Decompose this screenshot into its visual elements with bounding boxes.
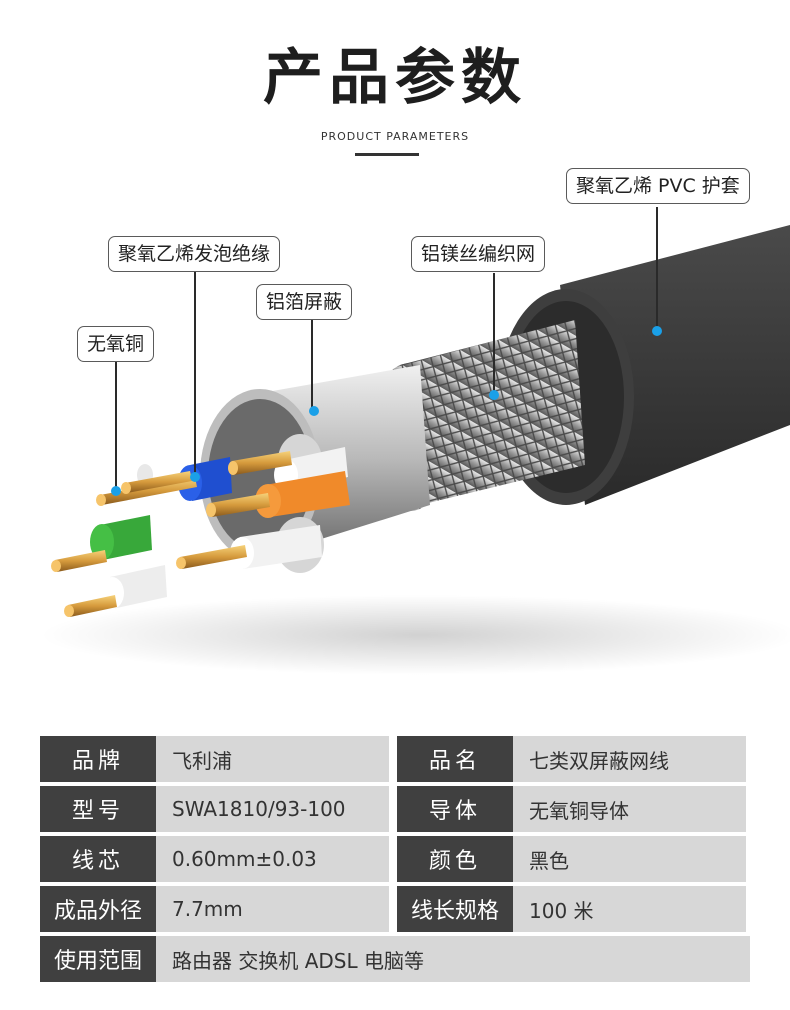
label-pvc-jacket: 聚氧乙烯 PVC 护套 — [566, 168, 750, 204]
spec-value-brand: 飞利浦 — [156, 736, 389, 782]
spec-key-length: 线长规格 — [397, 886, 513, 932]
page-subtitle: PRODUCT PARAMETERS — [320, 130, 470, 143]
spec-value-usage: 路由器 交换机 ADSL 电脑等 — [156, 936, 750, 982]
spec-table: 品牌 飞利浦 品名 七类双屏蔽网线 型号 SWA1810/93-100 导体 无… — [40, 736, 750, 986]
spec-row: 使用范围 路由器 交换机 ADSL 电脑等 — [40, 936, 750, 982]
spec-key-diameter: 成品外径 — [40, 886, 156, 932]
spec-value-length: 100 米 — [513, 886, 746, 932]
label-foil: 铝箔屏蔽 — [256, 284, 353, 320]
spec-value-name: 七类双屏蔽网线 — [513, 736, 746, 782]
spec-row: 型号 SWA1810/93-100 导体 无氧铜导体 — [40, 786, 750, 832]
spec-value-conductor: 无氧铜导体 — [513, 786, 746, 832]
spec-key-name: 品名 — [397, 736, 513, 782]
label-foam-insulation: 聚氧乙烯发泡绝缘 — [108, 236, 281, 272]
spec-key-usage: 使用范围 — [40, 936, 156, 982]
spec-key-core: 线芯 — [40, 836, 156, 882]
spec-value-color: 黑色 — [513, 836, 746, 882]
spec-value-core: 0.60mm±0.03 — [156, 836, 389, 882]
spec-row: 成品外径 7.7mm 线长规格 100 米 — [40, 886, 750, 932]
subtitle-underline — [355, 153, 419, 156]
spec-key-color: 颜色 — [397, 836, 513, 882]
page-title: 产品参数 — [263, 43, 527, 113]
label-braid: 铝镁丝编织网 — [411, 236, 546, 272]
label-copper: 无氧铜 — [77, 326, 155, 362]
spec-key-brand: 品牌 — [40, 736, 156, 782]
spec-key-model: 型号 — [40, 786, 156, 832]
spec-row: 品牌 飞利浦 品名 七类双屏蔽网线 — [40, 736, 750, 782]
spec-key-conductor: 导体 — [397, 786, 513, 832]
spec-value-model: SWA1810/93-100 — [156, 786, 389, 832]
cable-illustration — [40, 207, 790, 675]
spec-row: 线芯 0.60mm±0.03 颜色 黑色 — [40, 836, 750, 882]
spec-value-diameter: 7.7mm — [156, 886, 389, 932]
